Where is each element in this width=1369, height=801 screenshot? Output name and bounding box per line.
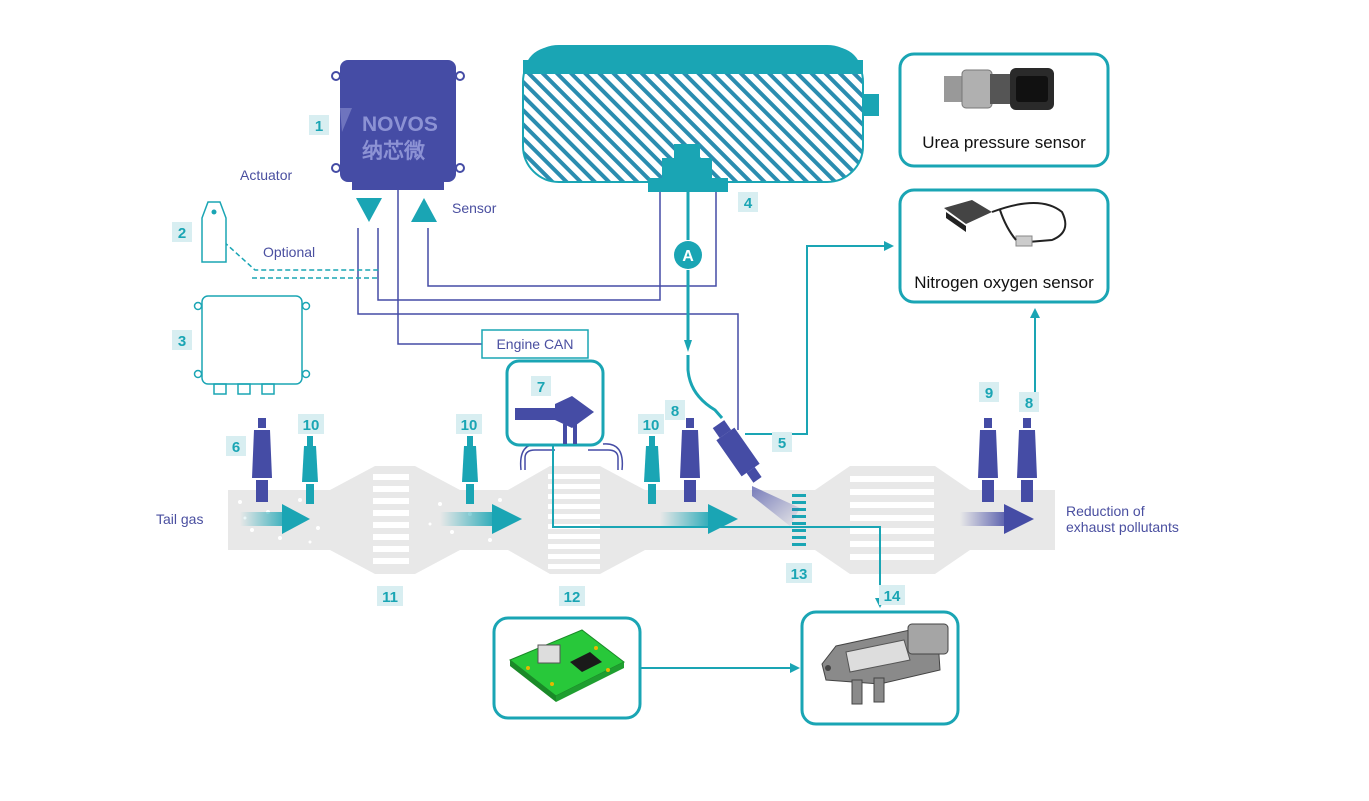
badge-10b: 10	[456, 414, 482, 434]
reduction-label-line2: exhaust pollutants	[1066, 519, 1179, 535]
badge-4: 4	[738, 192, 758, 212]
badge-13: 13	[786, 563, 812, 583]
differential-pressure-sensor-image	[821, 623, 949, 705]
svg-text:13: 13	[791, 566, 808, 583]
differential-pressure-sensor-box	[800, 610, 960, 726]
engine-can-box: Engine CAN	[481, 329, 589, 359]
sensor-triangle-icon	[411, 198, 437, 222]
point-a-label: A	[682, 248, 694, 265]
signal-lines	[552, 241, 1040, 673]
svg-text:12: 12	[564, 589, 581, 606]
nitrogen-oxygen-sensor-image	[944, 200, 1067, 247]
svg-text:6: 6	[232, 439, 240, 456]
svg-text:11: 11	[382, 589, 398, 606]
urea-pressure-sensor-label: Urea pressure sensor	[922, 133, 1086, 152]
svg-text:1: 1	[315, 118, 323, 135]
svg-text:10: 10	[461, 417, 478, 434]
ecu-controller: NOVOS 纳芯微	[331, 60, 465, 190]
pcb-image	[509, 629, 625, 702]
badge-3: 3	[172, 330, 192, 350]
svg-text:2: 2	[178, 225, 186, 242]
urea-pressure-sensor-box: Urea pressure sensor	[898, 52, 1110, 168]
engine-can-label: Engine CAN	[496, 336, 573, 352]
temp-sensor-10a	[302, 436, 318, 504]
ecu-logo-cjk: 纳芯微	[362, 139, 426, 163]
nox-sensor-8a	[680, 418, 700, 502]
temp-sensor-10b	[462, 436, 478, 504]
svg-text:8: 8	[671, 403, 679, 420]
badge-1: 1	[309, 115, 329, 135]
badge-9: 9	[979, 382, 999, 402]
wiring	[223, 186, 739, 471]
nitrogen-oxygen-sensor-label: Nitrogen oxygen sensor	[914, 273, 1094, 292]
ecu-logo-latin: NOVOS	[362, 113, 438, 136]
badge-6: 6	[226, 436, 246, 456]
badge-10a: 10	[298, 414, 324, 434]
svg-text:9: 9	[985, 385, 993, 402]
pcb-module-box	[492, 616, 642, 720]
badge-8b: 8	[1019, 392, 1039, 412]
svg-text:8: 8	[1025, 395, 1033, 412]
exhaust-pipe	[228, 466, 1055, 574]
urea-injector-5	[712, 420, 800, 526]
temp-sensor-10c	[644, 436, 660, 504]
nitrogen-oxygen-sensor-box: Nitrogen oxygen sensor	[898, 188, 1110, 304]
actuator-label: Actuator	[240, 167, 292, 183]
badge-5: 5	[772, 432, 792, 452]
svg-text:5: 5	[778, 435, 786, 452]
svg-text:3: 3	[178, 333, 186, 350]
nox-sensor-6	[252, 418, 272, 502]
actuator-triangle-icon	[356, 198, 382, 222]
pressure-module-7	[505, 359, 605, 447]
flow-arrows	[240, 504, 1034, 534]
optional-sensor	[201, 201, 227, 263]
engine-control-unit	[193, 295, 311, 395]
urea-tank	[522, 45, 879, 192]
badge-8a: 8	[665, 400, 685, 420]
sensor-9	[978, 418, 998, 502]
svg-text:10: 10	[643, 417, 660, 434]
actuator-sensor-triangles	[356, 198, 437, 222]
svg-text:7: 7	[537, 379, 545, 396]
badge-10c: 10	[638, 414, 664, 434]
badge-7: 7	[531, 376, 551, 396]
sensor-label: Sensor	[452, 200, 497, 216]
catalyst-11	[373, 474, 409, 564]
svg-text:4: 4	[744, 195, 753, 212]
line-arrowheads	[684, 340, 692, 352]
number-badges: 1 2 3 4 5 6 7 8 8 9 10 10 10 11 12 13 14	[172, 115, 1039, 606]
badge-11: 11	[377, 586, 403, 606]
tail-gas-label: Tail gas	[156, 511, 203, 527]
reduction-label-line1: Reduction of	[1066, 503, 1145, 519]
scr-catalyst	[850, 476, 934, 560]
svg-text:10: 10	[303, 417, 320, 434]
badge-14: 14	[879, 585, 905, 605]
optional-label: Optional	[263, 244, 315, 260]
point-a-marker: A	[674, 241, 702, 269]
svg-text:14: 14	[884, 588, 901, 605]
badge-2: 2	[172, 222, 192, 242]
badge-12: 12	[559, 586, 585, 606]
urea-spray	[752, 486, 800, 526]
nox-sensor-8b	[1017, 418, 1037, 502]
urea-pressure-sensor-image	[944, 68, 1054, 110]
